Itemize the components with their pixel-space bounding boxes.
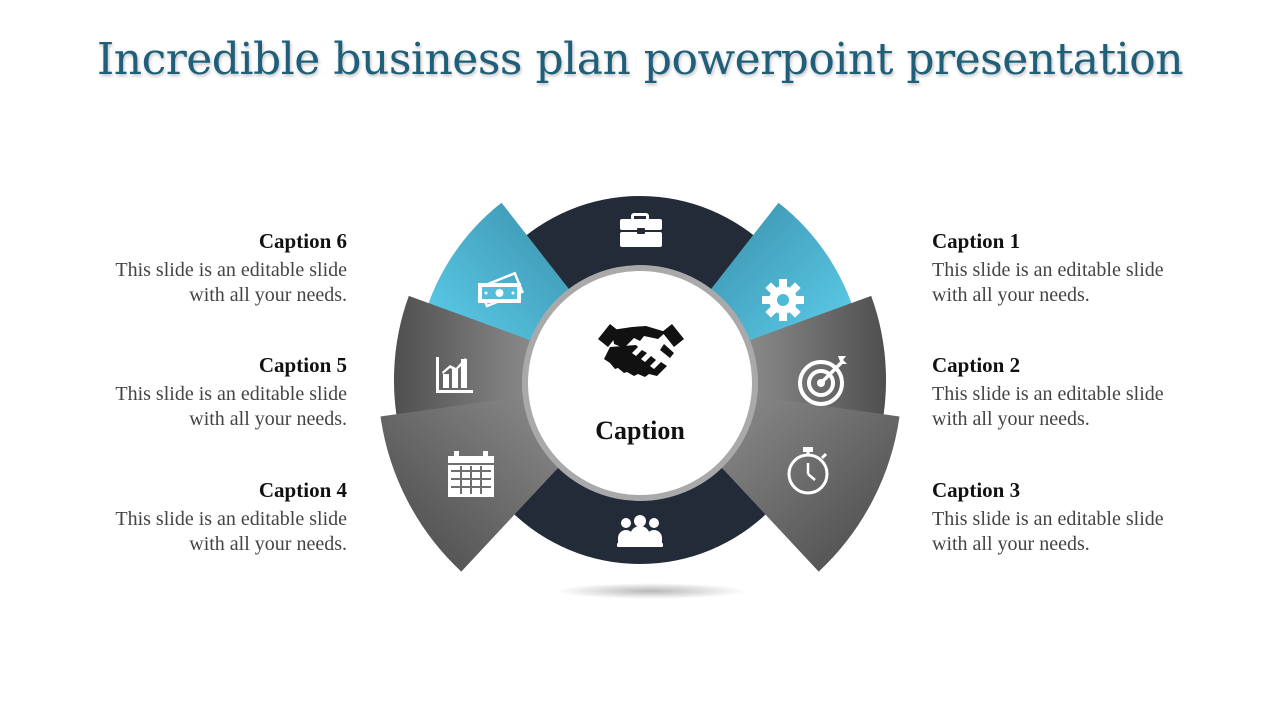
calendar-icon [448,451,494,497]
caption-1-text-line2: with all your needs. [932,284,1090,306]
caption-6-heading: Caption 6 [258,229,347,253]
caption-5-heading: Caption 5 [258,353,347,377]
money-icon [477,271,524,308]
target-icon [798,356,847,406]
caption-3-text-line1: This slide is an editable slide [932,508,1164,530]
caption-2-block: Caption 2 This slide is an editable slid… [932,352,1232,432]
caption-6-block: Caption 6 This slide is an editable slid… [47,228,347,308]
team-icon [617,515,663,547]
stopwatch-icon [787,447,829,495]
caption-2-heading: Caption 2 [932,353,1021,377]
handshake-icon [598,324,684,377]
bar-chart-icon [436,357,473,393]
caption-1-heading: Caption 1 [932,229,1021,253]
caption-5-text-line2: with all your needs. [189,408,347,430]
gear-icon [762,279,804,321]
caption-2-text-line2: with all your needs. [932,408,1090,430]
caption-3-block: Caption 3 This slide is an editable slid… [932,477,1232,557]
caption-5-text-line1: This slide is an editable slide [115,383,347,405]
caption-2-text-line1: This slide is an editable slide [932,383,1164,405]
caption-3-text-line2: with all your needs. [932,533,1090,555]
caption-1-text-line1: This slide is an editable slide [932,259,1164,281]
caption-6-text-line2: with all your needs. [189,284,347,306]
caption-4-heading: Caption 4 [258,478,347,502]
center-circle [528,271,752,495]
caption-1-block: Caption 1 This slide is an editable slid… [932,228,1232,308]
diagram-shadow [556,583,746,599]
caption-4-text-line2: with all your needs. [189,533,347,555]
caption-6-text-line1: This slide is an editable slide [115,259,347,281]
segment-3-gray [718,396,900,572]
caption-4-text-line1: This slide is an editable slide [115,508,347,530]
briefcase-icon [620,213,662,247]
caption-4-block: Caption 4 This slide is an editable slid… [47,477,347,557]
slide-title: Incredible business plan powerpoint pres… [96,34,1184,85]
center-caption: Caption [595,416,685,445]
caption-5-block: Caption 5 This slide is an editable slid… [47,352,347,432]
caption-3-heading: Caption 3 [932,478,1021,502]
